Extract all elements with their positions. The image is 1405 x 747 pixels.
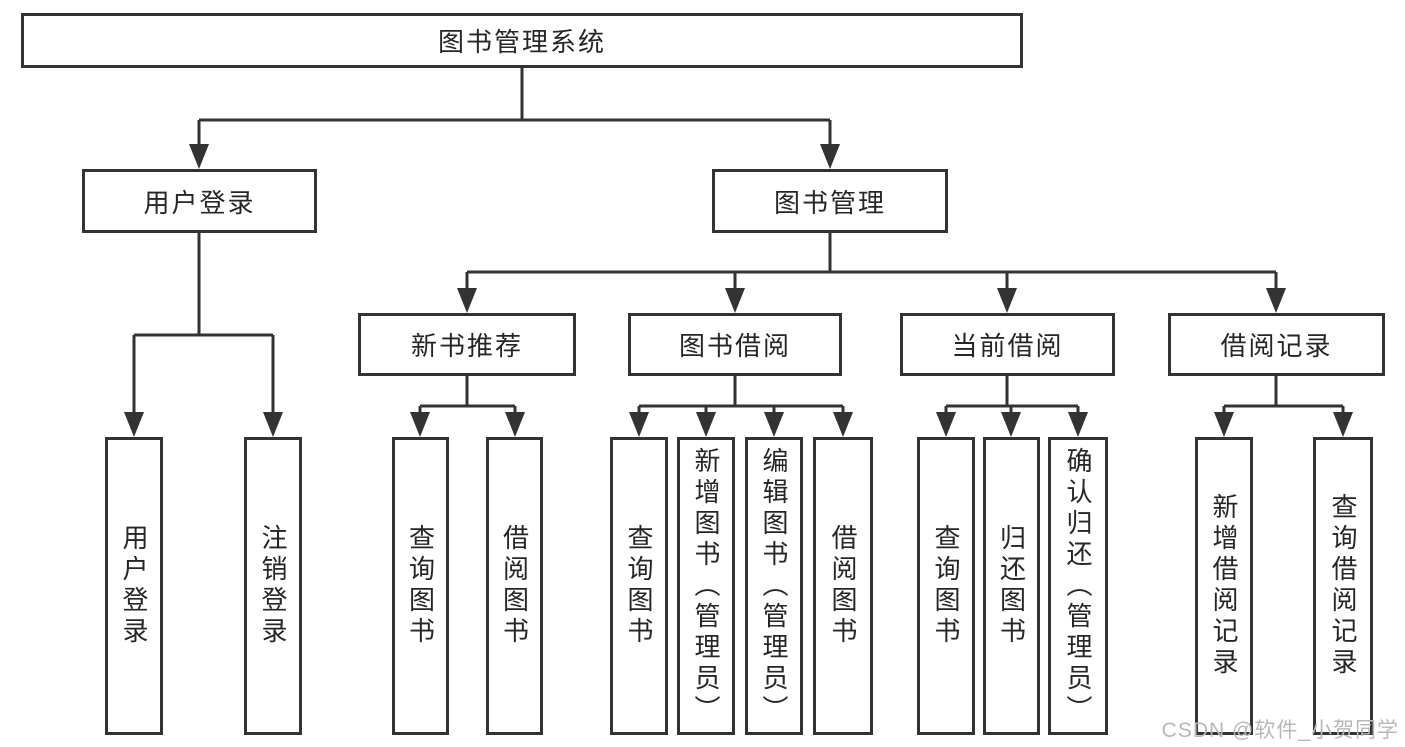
arrow-down-icon — [629, 412, 649, 437]
arrow-down-icon — [1266, 288, 1286, 313]
node-user-login: 用户登录 — [82, 169, 317, 233]
node-label: 新增借阅记录 — [1209, 493, 1239, 679]
node-current-borrowing: 当前借阅 — [900, 313, 1115, 376]
node-label: 查询图书 — [624, 524, 654, 648]
node-confirm-return-admin: 确认归还（管理员） — [1048, 437, 1108, 735]
node-edit-books-admin: 编辑图书（管理员） — [745, 437, 803, 735]
node-borrowing-records: 借阅记录 — [1168, 313, 1385, 376]
node-label: 注销登录 — [258, 524, 288, 648]
watermark: CSDN @软件_小贺同学 — [1161, 719, 1399, 742]
node-logout: 注销登录 — [244, 437, 302, 735]
node-query-books-borrowing: 查询图书 — [610, 437, 668, 735]
arrow-down-icon — [764, 412, 784, 437]
arrow-down-icon — [725, 288, 745, 313]
node-label: 借阅图书 — [499, 524, 530, 648]
node-borrow-books-borrowing: 借阅图书 — [813, 437, 873, 735]
node-query-books-recommend: 查询图书 — [392, 437, 449, 735]
node-add-borrowing-record: 新增借阅记录 — [1195, 437, 1253, 735]
node-label: 查询图书 — [405, 524, 436, 648]
node-label: 图书管理 — [773, 187, 886, 218]
arrow-down-icon — [696, 412, 716, 437]
node-query-borrowing-record: 查询借阅记录 — [1313, 437, 1373, 735]
arrow-down-icon — [997, 288, 1017, 313]
node-label: 借阅记录 — [1220, 331, 1333, 361]
node-label: 新增图书（管理员） — [691, 446, 721, 726]
arrow-down-icon — [457, 288, 477, 313]
node-add-books-admin: 新增图书（管理员） — [677, 437, 735, 735]
node-library-management-system: 图书管理系统 — [21, 13, 1023, 68]
node-label: 当前借阅 — [951, 331, 1064, 361]
arrow-down-icon — [1333, 412, 1353, 437]
arrow-down-icon — [833, 412, 853, 437]
node-label: 用户登录 — [119, 524, 149, 648]
node-book-borrowing: 图书借阅 — [628, 313, 842, 376]
node-user-login-leaf: 用户登录 — [105, 437, 163, 735]
node-label: 确认归还（管理员） — [1063, 446, 1093, 726]
node-label: 查询图书 — [931, 524, 961, 648]
arrow-down-icon — [410, 412, 430, 437]
arrow-down-icon — [1001, 412, 1021, 437]
node-book-management: 图书管理 — [712, 169, 948, 233]
node-label: 新书推荐 — [410, 331, 523, 361]
node-label: 借阅图书 — [828, 524, 858, 648]
arrow-down-icon — [936, 412, 956, 437]
arrow-down-icon — [189, 144, 209, 169]
arrow-down-icon — [1214, 412, 1234, 437]
node-label: 用户登录 — [143, 187, 256, 218]
arrow-down-icon — [1068, 412, 1088, 437]
node-label: 图书管理系统 — [437, 27, 606, 57]
arrowheads — [124, 144, 1353, 437]
arrow-down-icon — [263, 412, 283, 437]
arrow-down-icon — [505, 412, 525, 437]
node-borrow-books-recommend: 借阅图书 — [486, 437, 543, 735]
arrow-down-icon — [124, 412, 144, 437]
node-label: 查询借阅记录 — [1328, 493, 1358, 679]
node-return-books: 归还图书 — [983, 437, 1040, 735]
node-new-book-recommendation: 新书推荐 — [358, 313, 576, 376]
node-label: 归还图书 — [996, 524, 1027, 648]
arrow-down-icon — [820, 144, 840, 169]
node-query-books-current: 查询图书 — [917, 437, 975, 735]
node-label: 编辑图书（管理员） — [759, 446, 789, 726]
node-label: 图书借阅 — [678, 331, 791, 361]
